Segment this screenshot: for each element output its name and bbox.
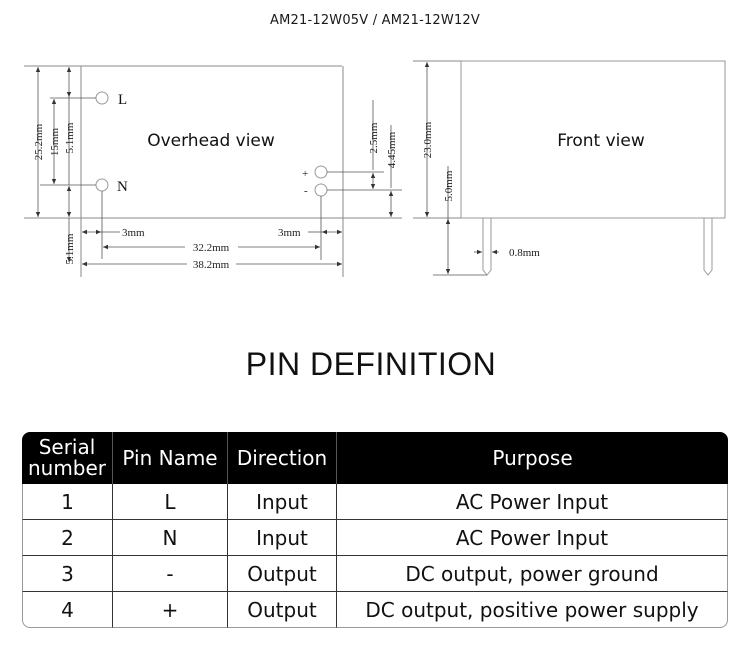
dim-pin-width: 0.8mm (509, 247, 540, 259)
cell-direction: Input (228, 484, 337, 520)
cell-serial: 2 (22, 520, 113, 556)
pin-plus-circle (314, 165, 328, 179)
cell-serial: 3 (22, 556, 113, 592)
pin-l-label: L (118, 92, 127, 108)
cell-purpose: AC Power Input (337, 520, 728, 556)
dim-output-spacing: 2.5mm (368, 122, 380, 153)
pin-l-circle (95, 91, 109, 105)
pin-plus-label: + (302, 168, 308, 180)
header-serial-line1: Serial (38, 435, 96, 459)
front-view-label: Front view (557, 131, 645, 151)
table-row: 4 + Output DC output, positive power sup… (22, 592, 728, 628)
pin-n-circle (95, 178, 109, 192)
table-row: 1 L Input AC Power Input (22, 484, 728, 520)
cell-pin-name: L (113, 484, 228, 520)
dim-pin-span: 32.2mm (193, 242, 230, 254)
cell-direction: Output (228, 592, 337, 628)
header-serial-number: Serial number (22, 432, 113, 484)
dim-top-offset: 5.1mm (64, 122, 76, 153)
dim-left-inset: 3mm (122, 227, 145, 239)
table-row: 3 - Output DC output, power ground (22, 556, 728, 592)
overhead-view-label: Overhead view (147, 131, 275, 151)
cell-serial: 1 (22, 484, 113, 520)
header-pin-name: Pin Name (113, 432, 228, 484)
dim-height-total: 25.2mm (33, 123, 45, 160)
dimension-drawings: L N + - Overhead view 25.2mm 15mm 5.1mm … (24, 60, 726, 277)
cell-pin-name: + (113, 592, 228, 628)
table-header-row: Serial number Pin Name Direction Purpose (22, 432, 728, 484)
cell-purpose: DC output, power ground (337, 556, 728, 592)
header-direction: Direction (228, 432, 337, 484)
front-view: Front view 23.0mm 5.0mm 0.8mm (413, 60, 726, 276)
header-serial-line2: number (27, 456, 107, 480)
dim-right-inset: 3mm (278, 227, 301, 239)
front-pin-left (482, 218, 492, 276)
overhead-view: L N + - Overhead view 25.2mm 15mm 5.1mm … (24, 65, 402, 277)
model-title: AM21-12W05V / AM21-12W12V (270, 13, 480, 28)
pin-minus-label: - (304, 185, 308, 197)
dim-width-total: 38.2mm (193, 259, 230, 271)
pin-n-label: N (117, 179, 128, 195)
pin-minus-circle (314, 183, 328, 197)
cell-direction: Output (228, 556, 337, 592)
dim-output-offset: 4.45mm (386, 131, 398, 168)
cell-purpose: AC Power Input (337, 484, 728, 520)
dim-pin-length: 5.0mm (443, 170, 455, 201)
pin-definition-table: Serial number Pin Name Direction Purpose… (22, 432, 728, 628)
cell-direction: Input (228, 520, 337, 556)
dim-front-height: 23.0mm (422, 121, 434, 158)
cell-purpose: DC output, positive power supply (337, 592, 728, 628)
front-body (460, 60, 726, 219)
table-row: 2 N Input AC Power Input (22, 520, 728, 556)
header-purpose: Purpose (337, 432, 728, 484)
section-title: PIN DEFINITION (245, 346, 497, 382)
cell-serial: 4 (22, 592, 113, 628)
cell-pin-name: N (113, 520, 228, 556)
cell-pin-name: - (113, 556, 228, 592)
front-pin-right (703, 218, 713, 276)
dim-bottom-offset: 5.1mm (64, 233, 76, 264)
dim-pin-spacing: 15mm (49, 128, 61, 157)
